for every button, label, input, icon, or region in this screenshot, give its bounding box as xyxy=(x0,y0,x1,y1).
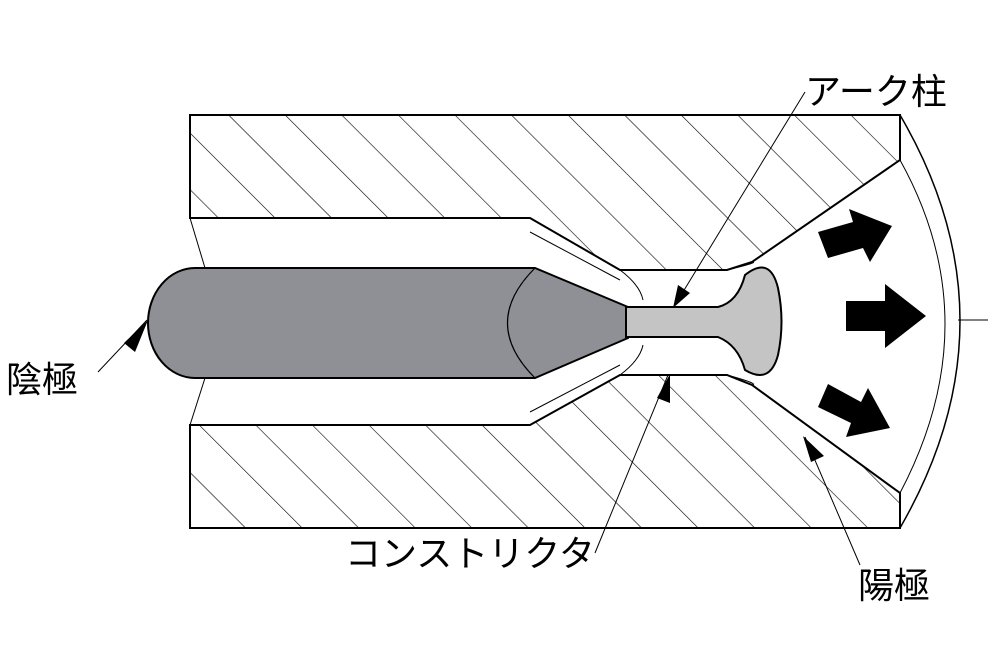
upper-body xyxy=(189,114,901,271)
label-cathode: 陰極 xyxy=(6,360,78,401)
lower-bore-edge xyxy=(189,377,206,426)
lower-body xyxy=(189,374,901,529)
arrowhead-constrictor xyxy=(657,374,670,403)
constrictor-curve-top xyxy=(619,269,644,301)
label-anode: 陽極 xyxy=(858,566,930,607)
nozzle-outer-arc xyxy=(899,114,961,529)
upper-taper-edge xyxy=(529,231,621,281)
anode-lip-bottom xyxy=(726,374,754,386)
upper-bore-edge xyxy=(189,217,206,269)
jet-arrow-lower xyxy=(818,384,890,437)
nozzle-inner-arc xyxy=(899,159,946,494)
leader-arc-column xyxy=(674,91,806,306)
leader-cathode xyxy=(97,319,148,373)
arrowhead-anode xyxy=(803,436,824,462)
cathode-rod xyxy=(147,267,629,379)
label-constrictor: コンストリクタ xyxy=(345,534,595,575)
constrictor-curve-bottom xyxy=(619,344,644,376)
jet-arrow-middle xyxy=(846,284,926,348)
arrowhead-cathode xyxy=(124,320,148,352)
leader-constrictor xyxy=(594,374,669,554)
arrowhead-arc-column xyxy=(673,285,690,308)
jet-arrow-upper xyxy=(818,209,892,262)
anode-lip-top xyxy=(726,261,754,271)
lower-taper-edge xyxy=(529,364,621,413)
arc-column xyxy=(625,266,783,376)
cathode-tip-curve xyxy=(506,267,536,379)
label-arc-column: アーク柱 xyxy=(805,72,947,113)
